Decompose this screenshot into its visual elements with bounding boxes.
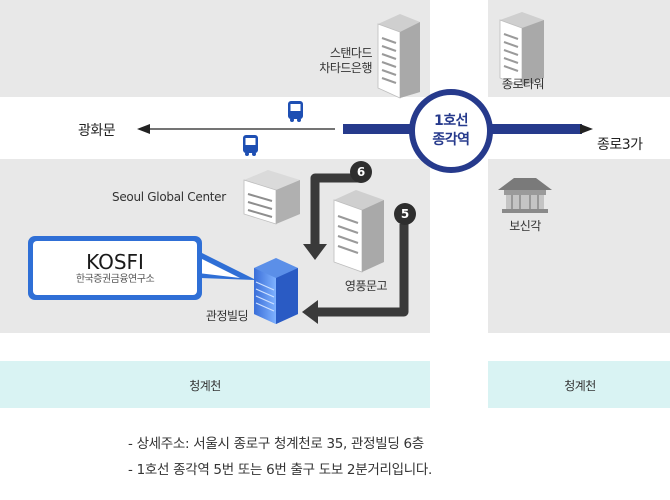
address-line: - 상세주소: 서울시 종로구 청계천로 35, 관정빌딩 6층 (128, 436, 424, 452)
building-seoul-global-center-icon (243, 170, 300, 225)
station-line-label: 1호선 (433, 113, 469, 129)
landmark-standard-chartered: 스탠다드 차타드은행 (319, 46, 372, 75)
landmark-youngpoong: 영풍문고 (344, 279, 388, 293)
bus-icon (288, 101, 303, 122)
stream-label-left: 청계천 (189, 379, 221, 393)
exit-6-arrow-icon (303, 244, 327, 260)
jonggak-station-marker[interactable]: 1호선 종각역 (409, 89, 493, 173)
bosingak-pavilion-icon (498, 178, 552, 213)
building-standard-chartered-icon (377, 14, 420, 99)
arrow-east-icon (580, 124, 593, 134)
cheonggyecheon-stream-right (488, 361, 670, 408)
kosfi-callout: KOSFI 한국증권금융연구소 (28, 236, 202, 300)
directions-line: - 1호선 종각역 5번 또는 6번 출구 도보 2분거리입니다. (128, 462, 432, 478)
exit-6-badge: 6 (350, 161, 372, 183)
building-youngpoong-icon (333, 190, 384, 273)
lower-road (0, 333, 670, 361)
subway-line-1-east (488, 124, 582, 134)
map-drawings (137, 12, 593, 324)
exit-5-arrow-icon (302, 300, 318, 324)
building-jongno-tower-icon (499, 12, 544, 87)
exit-6-route (310, 173, 360, 244)
station-name-label: 종각역 (432, 132, 470, 148)
kosfi-callout-pointer-inner (198, 257, 240, 278)
arrow-west-icon (137, 124, 335, 134)
landmark-gwanjeong: 관정빌딩 (205, 309, 249, 323)
landmark-bosingak: 보신각 (509, 219, 541, 233)
exit-5-route (318, 224, 409, 317)
subway-line-1-west (343, 124, 415, 134)
direction-gwanghwamun: 광화문 (78, 123, 116, 139)
landmark-seoul-global-center: Seoul Global Center (112, 190, 226, 204)
address-info-panel: - 상세주소: 서울시 종로구 청계천로 35, 관정빌딩 6층 - 1호선 종… (0, 408, 670, 500)
landmark-jongno-tower: 종로타워 (501, 77, 545, 91)
kosfi-full-name: 한국증권금융연구소 (75, 273, 155, 285)
cheonggyecheon-stream-left (0, 361, 430, 408)
stream-label-right: 청계천 (564, 379, 596, 393)
building-gwanjeong-icon (254, 258, 298, 324)
bus-icon (243, 135, 258, 156)
direction-jongno3ga: 종로3가 (597, 137, 643, 153)
kosfi-callout-inner: KOSFI 한국증권금융연구소 (33, 241, 197, 295)
kosfi-name: KOSFI (86, 249, 144, 274)
exit-5-badge: 5 (394, 203, 416, 225)
